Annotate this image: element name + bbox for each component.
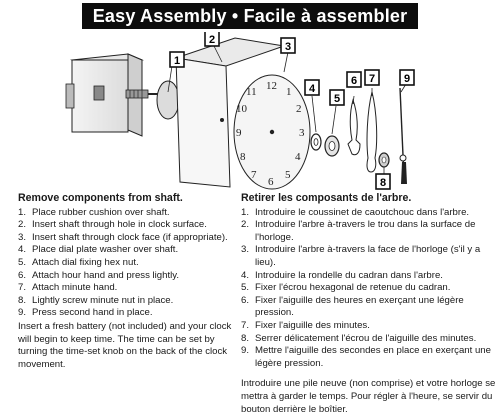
- svg-text:5: 5: [334, 93, 340, 105]
- threaded-shaft: [125, 89, 160, 99]
- french-instructions: Retirer les composants de l'arbre. 1.Int…: [241, 192, 496, 416]
- dial-numeral: 12: [266, 80, 277, 92]
- callout-7: 7: [364, 69, 380, 86]
- list-item: 5.Fixer l'écrou hexagonal de retenue du …: [241, 282, 451, 294]
- list-item: 4.Introduire la rondelle du cadran dans …: [241, 269, 443, 281]
- list-item: 6.Attach hour hand and press lightly.: [18, 269, 180, 281]
- dial-numeral: 10: [236, 103, 248, 115]
- clock-surface-board: [175, 37, 285, 188]
- dial-numeral: 4: [295, 151, 301, 163]
- rubber-cushion: [156, 80, 180, 120]
- title-banner: Easy Assembly • Facile à assembler: [82, 3, 418, 29]
- callout-9: 9: [399, 69, 415, 86]
- dial-numeral: 5: [285, 169, 291, 181]
- french-battery-note: Introduire une pile neuve (non comprise)…: [241, 378, 496, 415]
- french-steps: 1.Introduire le coussinet de caoutchouc …: [241, 207, 496, 371]
- list-item: 8.Serrer délicatement l'écrou de l'aigui…: [241, 332, 477, 344]
- callout-8: 8: [375, 173, 391, 190]
- english-instructions: Remove components from shaft. 1.Place ru…: [18, 192, 242, 371]
- hex-nut: [324, 135, 340, 157]
- list-item: 2.Introduire l'arbre à-travers le trou d…: [241, 219, 476, 243]
- svg-text:7: 7: [369, 73, 375, 85]
- list-item: 3.Insert shaft through clock face (if ap…: [18, 231, 228, 243]
- list-item: 9.Mettre l'aiguille des secondes en plac…: [241, 345, 491, 369]
- list-item: 1.Introduire le coussinet de caoutchouc …: [241, 206, 470, 218]
- list-item: 2.Insert shaft through hole in clock sur…: [18, 219, 207, 231]
- svg-text:6: 6: [351, 75, 357, 87]
- minute-nut: [378, 152, 390, 168]
- callout-6: 6: [346, 71, 362, 88]
- svg-text:1: 1: [174, 55, 180, 67]
- callout-4: 4: [304, 79, 320, 96]
- english-heading: Remove components from shaft.: [18, 192, 183, 204]
- english-steps: 1.Place rubber cushion over shaft. 2.Ins…: [18, 207, 242, 320]
- dial-numeral: 6: [268, 176, 274, 188]
- dial-numeral: 8: [240, 151, 246, 163]
- list-item: 1.Place rubber cushion over shaft.: [18, 206, 170, 218]
- minute-hand: [366, 91, 378, 173]
- list-item: 8.Lightly screw minute nut in place.: [18, 294, 174, 306]
- svg-text:3: 3: [285, 41, 291, 53]
- callout-1: 1: [169, 51, 185, 68]
- list-item: 7.Attach minute hand.: [18, 282, 118, 294]
- list-item: 7.Fixer l'aiguille des minutes.: [241, 319, 370, 331]
- list-item: 3.Introduire l'arbre à-travers la face d…: [241, 244, 481, 268]
- hour-hand: [347, 98, 361, 156]
- svg-text:2: 2: [209, 34, 215, 46]
- list-item: 9.Press second hand in place.: [18, 307, 153, 319]
- dial-numeral: 11: [246, 86, 257, 98]
- list-item: 4.Place dial plate washer over shaft.: [18, 244, 179, 256]
- french-heading: Retirer les composants de l'arbre.: [241, 192, 412, 204]
- list-item: 6.Fixer l'aiguille des heures en exerçan…: [241, 294, 464, 319]
- dial-numeral: 2: [296, 103, 302, 115]
- english-battery-note: Insert a fresh battery (not included) an…: [18, 320, 232, 370]
- clock-face: 12 1 2 3 4 5 6 7 8 9 10 11: [233, 74, 311, 190]
- list-item: 5.Attach dial fixing hex nut.: [18, 256, 139, 268]
- dial-numeral: 3: [299, 127, 305, 139]
- second-hand: [399, 87, 407, 184]
- dial-numeral: 7: [251, 169, 257, 181]
- assembly-diagram: 12 1 2 3 4 5 6 7 8 9 10 11: [65, 32, 415, 190]
- svg-text:4: 4: [309, 83, 316, 95]
- callout-2: 2: [204, 32, 220, 47]
- svg-text:9: 9: [404, 73, 410, 85]
- callout-3: 3: [280, 37, 296, 54]
- dial-numeral: 1: [286, 86, 292, 98]
- dial-numeral: 9: [236, 127, 242, 139]
- callout-5: 5: [329, 89, 345, 106]
- svg-text:8: 8: [380, 177, 386, 189]
